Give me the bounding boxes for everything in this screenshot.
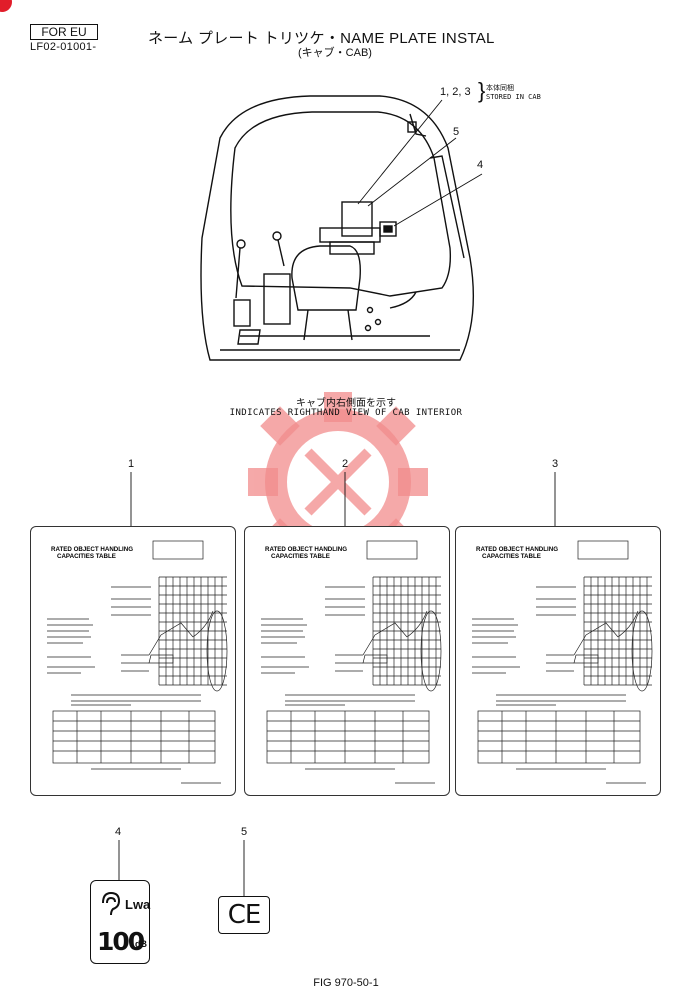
ce-mark-label: CE bbox=[218, 896, 270, 934]
region-tag: FOR EU bbox=[30, 24, 98, 40]
item-4-leader bbox=[118, 840, 120, 880]
item-4-number: 4 bbox=[114, 826, 122, 838]
capacity-plate-drawing: RATED OBJECT HANDLING CAPACITIES TABLE bbox=[261, 540, 442, 784]
callout-items-1-2-3: 1, 2, 3 bbox=[440, 86, 471, 98]
plate-3-number: 3 bbox=[551, 458, 559, 470]
capacity-plate-2: RATED OBJECT HANDLING CAPACITIES TABLE bbox=[244, 526, 450, 796]
plate-heading-line1: RATED OBJECT HANDLING bbox=[51, 546, 133, 553]
item-5-leader bbox=[243, 840, 245, 896]
page-subtitle: (キャブ・CAB) bbox=[298, 47, 372, 59]
ear-icon bbox=[102, 891, 121, 916]
lwa-label: Lwa bbox=[125, 897, 151, 912]
plate-heading-line2: CAPACITIES TABLE bbox=[482, 553, 541, 560]
figure-number: FIG 970-50-1 bbox=[313, 977, 379, 989]
plate-1-number: 1 bbox=[127, 458, 135, 470]
watermark-gear-icon bbox=[248, 392, 428, 572]
sound-power-label: Lwa 100 dB bbox=[90, 880, 150, 964]
callout-item-4: 4 bbox=[477, 159, 484, 171]
corner-red-mark bbox=[0, 0, 12, 12]
sound-level-unit: dB bbox=[135, 939, 147, 949]
cab-interior-drawing bbox=[200, 95, 483, 361]
plate-heading-line1: RATED OBJECT HANDLING bbox=[265, 546, 347, 553]
capacity-plate-drawing: RATED OBJECT HANDLING CAPACITIES TABLE bbox=[47, 540, 228, 784]
view-caption-jp: キャブ内右側面を示す bbox=[296, 398, 396, 409]
plate-heading-line1: RATED OBJECT HANDLING bbox=[476, 546, 558, 553]
stored-note-jp: 本体同梱 bbox=[486, 85, 514, 92]
plate-heading-line2: CAPACITIES TABLE bbox=[57, 553, 116, 560]
sound-level-value: 100 bbox=[97, 927, 145, 956]
capacity-plate-3: RATED OBJECT HANDLING CAPACITIES TABLE bbox=[455, 526, 661, 796]
plate-leader-lines bbox=[130, 472, 556, 526]
view-caption-en: INDICATES RIGHTHAND VIEW OF CAB INTERIOR bbox=[229, 408, 463, 418]
stored-brace: } bbox=[478, 78, 486, 103]
capacity-plate-1: RATED OBJECT HANDLING CAPACITIES TABLE bbox=[30, 526, 236, 796]
capacity-plate-drawing: RATED OBJECT HANDLING CAPACITIES TABLE bbox=[472, 540, 653, 784]
callout-item-5: 5 bbox=[453, 126, 460, 138]
page-title: ネーム プレート トリツケ・NAME PLATE INSTAL bbox=[148, 30, 495, 47]
stored-note-en: STORED IN CAB bbox=[486, 93, 541, 101]
plate-heading-line2: CAPACITIES TABLE bbox=[271, 553, 330, 560]
item-5-number: 5 bbox=[240, 826, 248, 838]
part-code: LF02-01001- bbox=[30, 41, 97, 53]
plate-2-number: 2 bbox=[341, 458, 349, 470]
